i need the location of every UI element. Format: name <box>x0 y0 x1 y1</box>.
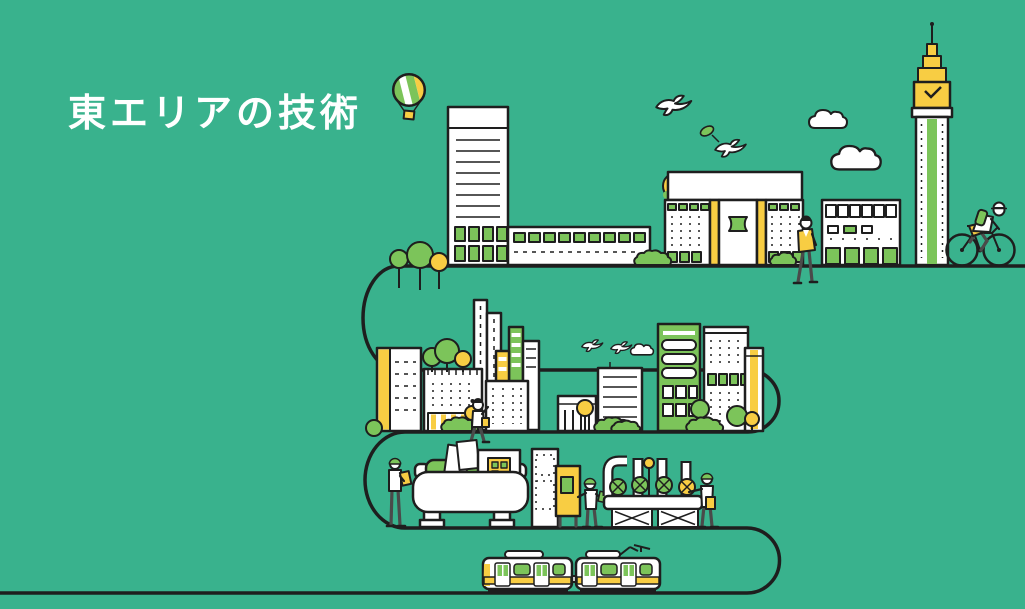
machine-cabinet <box>530 447 560 529</box>
city-block-top <box>389 22 1016 290</box>
control-panel <box>554 464 582 528</box>
factory-worker-pointing <box>687 472 720 529</box>
pipes-and-valves <box>602 455 704 528</box>
gate-building <box>662 170 805 267</box>
pantograph <box>615 544 651 559</box>
office-building <box>820 198 902 267</box>
walking-woman <box>466 398 491 444</box>
low-office-building <box>506 225 652 267</box>
building-grid <box>484 379 530 433</box>
cloud-icon <box>629 343 655 356</box>
building-yellow-corner <box>375 346 423 433</box>
building-yellow-stripe <box>743 346 765 433</box>
commuter-train <box>481 544 662 594</box>
swallow-icon <box>581 339 604 353</box>
street-trees <box>422 338 472 372</box>
machine-lathe <box>411 439 530 529</box>
train-car <box>574 556 662 591</box>
page-title: 東エリアの技術 <box>68 91 363 135</box>
cloud-icon <box>830 144 882 171</box>
valve-wheel <box>609 476 696 496</box>
bush <box>633 249 673 266</box>
leaf-icon <box>699 125 720 143</box>
factory-worker-clipboard <box>385 457 413 528</box>
walking-man <box>792 215 819 285</box>
cyclist <box>945 201 1016 267</box>
city-block-middle <box>365 298 765 444</box>
factory-worker-panel <box>576 477 609 529</box>
skyscraper <box>446 105 510 267</box>
helmet <box>388 457 402 465</box>
radio-tower <box>910 22 954 267</box>
cloud-icon <box>808 109 848 129</box>
factory-block <box>385 439 720 529</box>
swallow-icon <box>610 341 633 355</box>
dove-icon <box>714 138 747 158</box>
hat <box>992 201 1006 209</box>
bush <box>769 251 798 266</box>
train-car <box>481 556 574 591</box>
gate-emblem <box>728 216 748 232</box>
dove-icon <box>655 94 693 117</box>
hot-air-balloon-icon <box>390 71 428 121</box>
street-trees <box>389 241 449 290</box>
